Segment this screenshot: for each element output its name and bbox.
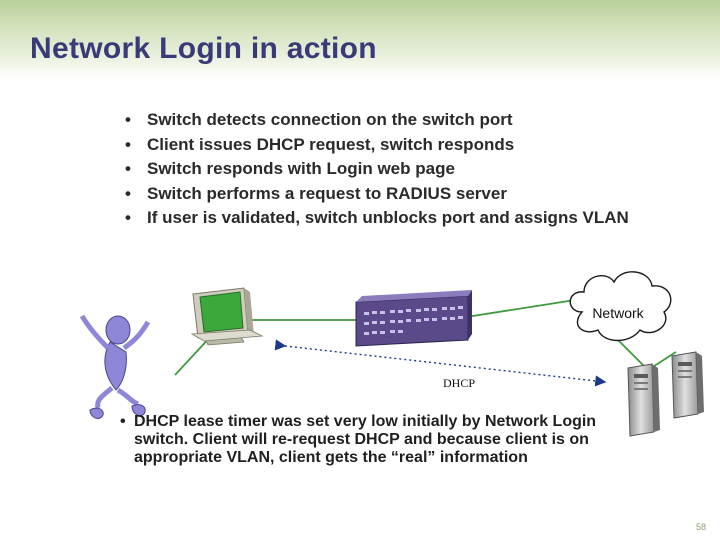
person-icon (79, 314, 151, 419)
note-bullet: • DHCP lease timer was set very low init… (120, 413, 604, 467)
server-icon (627, 363, 660, 437)
bullet-item: Client issues DHCP request, switch respo… (125, 133, 629, 158)
server-icon (671, 351, 704, 419)
header-band (0, 0, 720, 80)
bullet-item: Switch detects connection on the switch … (125, 108, 629, 133)
bullet-dot: • (120, 413, 126, 430)
bullet-item: If user is validated, switch unblocks po… (125, 206, 629, 231)
network-cloud-icon (569, 271, 672, 342)
switch-icon (355, 290, 472, 347)
bullet-item: Switch responds with Login web page (125, 157, 629, 182)
dhcp-label: DHCP (443, 376, 475, 390)
note-text: DHCP lease timer was set very low initia… (134, 413, 597, 466)
page-number: 58 (695, 522, 706, 532)
cloud-label: Network (592, 305, 644, 321)
slide-title: Network Login in action (30, 32, 377, 65)
dhcp-arrow (274, 339, 607, 387)
bullet-list: Switch detects connection on the switch … (125, 108, 629, 231)
computer-icon (190, 287, 264, 346)
bullet-item: Switch performs a request to RADIUS serv… (125, 182, 629, 207)
